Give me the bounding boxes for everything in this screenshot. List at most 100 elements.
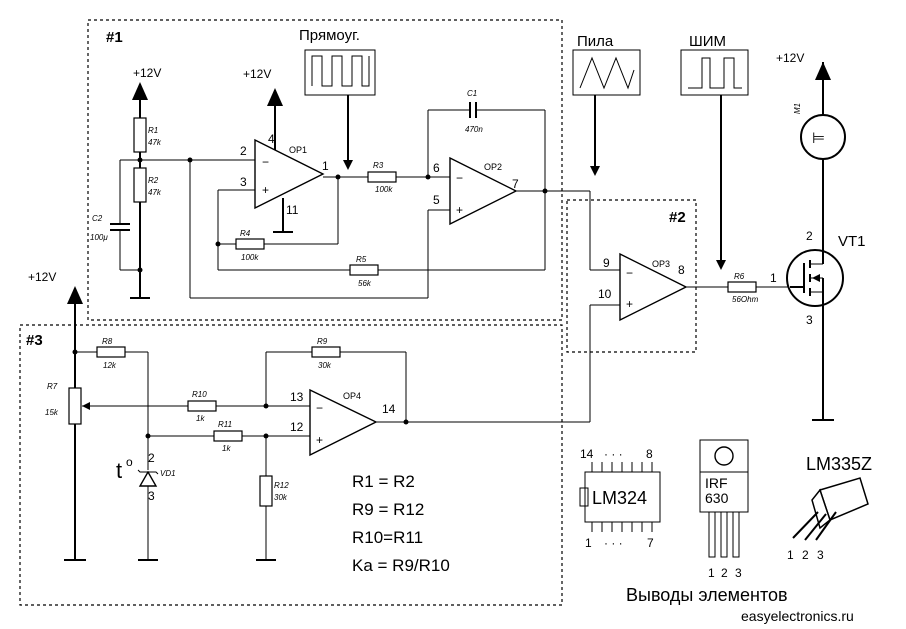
pin-label: 11 bbox=[286, 203, 299, 217]
pin-label: 1 bbox=[322, 159, 329, 173]
pin-label: 1 bbox=[787, 548, 794, 562]
pin-label: 2 bbox=[240, 144, 247, 158]
pin-label: 4 bbox=[268, 132, 275, 146]
dot bbox=[335, 174, 341, 180]
text: + bbox=[626, 297, 633, 311]
shape bbox=[720, 511, 728, 558]
pin-label: 3 bbox=[806, 313, 813, 327]
circle bbox=[714, 446, 734, 466]
pwm-wave-icon bbox=[688, 57, 742, 89]
equation-4: Ka = R9/R10 bbox=[352, 556, 450, 575]
pin-label: 1 bbox=[585, 536, 592, 550]
pin-label: 13 bbox=[290, 390, 304, 404]
pwm-signal-label: ШИМ bbox=[689, 33, 726, 50]
pin-label: 9 bbox=[603, 256, 610, 270]
shape bbox=[732, 511, 740, 558]
pin-label: 3 bbox=[817, 548, 824, 562]
r1-value: 47k bbox=[148, 138, 162, 147]
equation-2: R9 = R12 bbox=[352, 500, 424, 519]
pin-label: 7 bbox=[512, 177, 519, 191]
arrow-down-icon bbox=[716, 260, 726, 270]
resistor-r4 bbox=[235, 238, 265, 250]
vcc-arrow-icon bbox=[815, 62, 831, 80]
section-2-box bbox=[566, 199, 697, 353]
c2-name: C2 bbox=[92, 214, 103, 223]
dot bbox=[72, 349, 78, 355]
arrow-down-icon bbox=[590, 166, 600, 176]
resistor-r10 bbox=[187, 400, 217, 412]
pin-label: 2 bbox=[148, 451, 155, 465]
r2-name: R2 bbox=[148, 176, 159, 185]
text: + bbox=[262, 183, 269, 197]
dot bbox=[542, 188, 548, 194]
saw-wave-icon bbox=[579, 56, 635, 90]
text: − bbox=[262, 155, 269, 169]
pin-label: 10 bbox=[598, 287, 612, 301]
r4-name: R4 bbox=[240, 229, 251, 238]
motor-glyph: ⊨ bbox=[812, 130, 825, 147]
r12-name: R12 bbox=[274, 481, 289, 490]
shape bbox=[579, 487, 589, 507]
temperature-degree: o bbox=[126, 455, 133, 469]
vcc-arrow-icon bbox=[267, 88, 283, 106]
lm324-pins bbox=[591, 462, 653, 532]
opamp-op2 bbox=[449, 156, 518, 226]
text: − bbox=[456, 171, 463, 185]
resistor-r11 bbox=[213, 430, 243, 442]
equation-1: R1 = R2 bbox=[352, 472, 415, 491]
wiper-arrow-icon bbox=[82, 402, 90, 410]
vcc3-label: +12V bbox=[28, 270, 56, 284]
vcc-arrow-icon bbox=[132, 82, 148, 100]
resistor-r9 bbox=[311, 346, 341, 358]
text: − bbox=[316, 401, 323, 415]
section-2-label: #2 bbox=[669, 209, 686, 226]
lm324-label: LM324 bbox=[592, 488, 647, 508]
opamp-op1 bbox=[254, 138, 325, 210]
section-3-box bbox=[19, 324, 563, 606]
op3-label: OP3 bbox=[652, 259, 670, 269]
square-wave-icon bbox=[311, 55, 370, 87]
shape bbox=[812, 274, 820, 282]
pin-label: 5 bbox=[433, 193, 440, 207]
arrow-down-icon bbox=[343, 160, 353, 170]
pin-label: 7 bbox=[647, 536, 654, 550]
text: + bbox=[456, 203, 463, 217]
pin-dots: · · · bbox=[604, 447, 623, 461]
r11-name: R11 bbox=[218, 420, 232, 429]
pin-label: 3 bbox=[240, 175, 247, 189]
pin-label: 14 bbox=[580, 447, 594, 461]
pin-label: 1 bbox=[770, 271, 777, 285]
resistor-r12 bbox=[259, 475, 273, 507]
dot bbox=[137, 267, 143, 273]
r2-value: 47k bbox=[148, 188, 162, 197]
text: − bbox=[626, 266, 633, 280]
pinouts-caption: Выводы элементов bbox=[626, 585, 788, 605]
section-3-label: #3 bbox=[26, 332, 43, 349]
vcc4-label: +12V bbox=[776, 51, 804, 65]
r10-value: 1k bbox=[196, 414, 205, 423]
potentiometer-r7 bbox=[68, 387, 82, 425]
r5-name: R5 bbox=[356, 255, 367, 264]
square-wave-box bbox=[304, 49, 376, 96]
lm335z-label: LM335Z bbox=[806, 454, 872, 474]
wire bbox=[792, 511, 819, 539]
irf630-label-1: IRF bbox=[705, 475, 728, 491]
pin-label: 8 bbox=[646, 447, 653, 461]
r5-value: 56k bbox=[358, 279, 372, 288]
m1-name: M1 bbox=[793, 103, 802, 114]
op1-label: OP1 bbox=[289, 145, 307, 155]
resistor-r5 bbox=[349, 264, 379, 276]
r8-value: 12k bbox=[103, 361, 117, 370]
line bbox=[137, 469, 159, 475]
op2-label: OP2 bbox=[484, 162, 502, 172]
resistor-r2 bbox=[133, 167, 147, 203]
pin-dots: · · · bbox=[604, 536, 623, 550]
dot bbox=[403, 419, 409, 425]
r11-value: 1k bbox=[222, 444, 231, 453]
opamp-op4 bbox=[309, 388, 378, 457]
r7-name: R7 bbox=[47, 382, 58, 391]
wire bbox=[815, 511, 837, 541]
c1-value: 470n bbox=[465, 125, 483, 134]
opamp-op3 bbox=[619, 252, 688, 322]
